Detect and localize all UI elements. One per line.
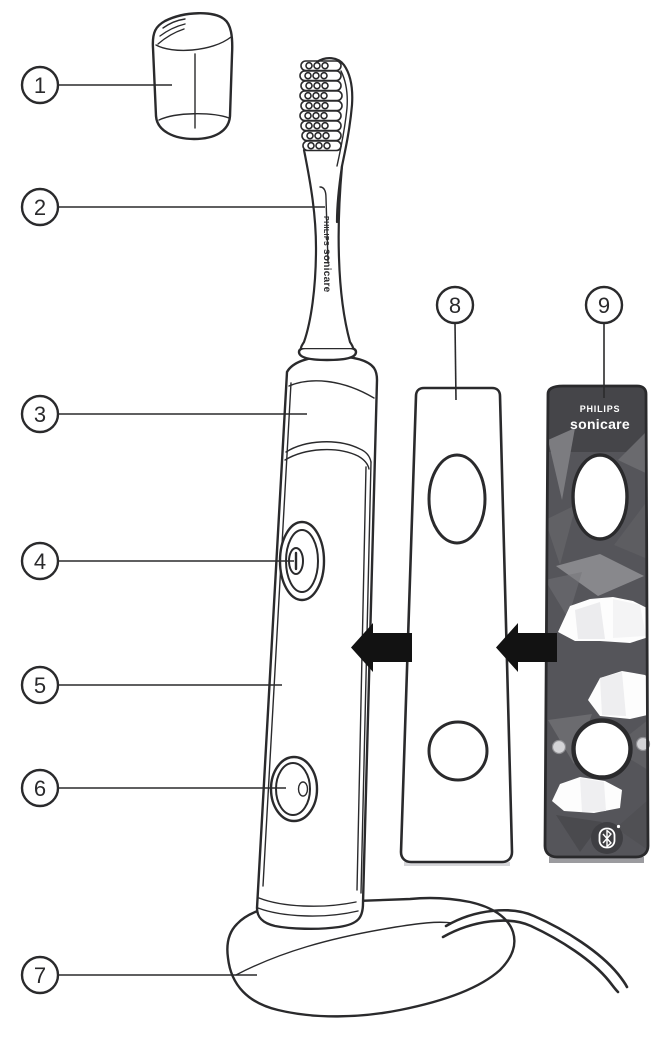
handle-bottom-seam-2 [257,907,359,917]
travel-cap-top-edge [155,36,232,52]
callout-number: 6 [34,776,46,801]
callouts: 1 2 3 4 5 6 7 [20,65,624,995]
power-cord-line-inner [441,919,620,994]
grip-panel-plain-shadow [404,862,510,866]
bristle-row [301,130,342,142]
callout-4: 4 [20,541,294,581]
handle-shoulder-curve [288,380,375,399]
panel-brand-philips-text: PHILIPS [580,404,621,414]
callout-2: 2 [20,187,325,227]
bristle-row [299,90,343,102]
callout-7: 7 [20,955,257,995]
grip-seam-top-outer [285,441,372,463]
callout-number: 8 [449,293,461,318]
handle-collar [297,346,358,362]
brush-brand-sonicare-text: sonicare [321,249,332,293]
callout-number: 9 [598,293,610,318]
panel-brand-sonicare-text: sonicare [570,416,630,432]
indicator-dot-icon [297,781,309,797]
grip-panel-printed-button-oval-cutout [571,453,629,541]
callout-number: 2 [34,195,46,220]
grip-seam-right-inner [356,466,367,891]
brush-head-back-inner-line [336,70,348,167]
grip-panel-printed-outline [543,384,650,859]
grip-panel-printed: PHILIPS sonicare [543,384,651,863]
travel-cap-wave-lines [157,18,186,45]
callout-number: 4 [34,549,46,574]
bristle-row [300,100,343,112]
left-arrow-icon [496,623,557,672]
callout-1: 1 [20,65,172,105]
secondary-button [269,755,319,823]
cloud-graphics [552,597,648,813]
panel-side-clip-left [551,739,567,755]
callout-number: 1 [34,73,46,98]
handle [255,354,379,931]
left-arrow-icon [351,623,412,672]
power-cord-line-outer [444,909,629,989]
bristle-row [299,70,342,82]
travel-cap-inner-lip [158,113,230,121]
callout-9: 9 [584,285,624,398]
bristle-tufts [299,60,343,152]
bluetooth-badge [591,822,623,854]
grip-panel-plain [399,386,514,866]
callout-number: 7 [34,963,46,988]
travel-cap-outline [151,12,234,141]
callout-number: 3 [34,402,46,427]
bristle-row [302,140,342,152]
grip-seam-left [262,382,292,887]
brush-head: PHILIPS sonicare [299,57,355,350]
grip-panel-printed-lower-cutout [571,718,633,780]
power-cord [441,909,629,994]
callout-5: 5 [20,665,282,705]
callout-3: 3 [20,394,307,434]
grip-panel-plain-button-oval-cutout [427,453,487,545]
callout-6: 6 [20,768,286,808]
bristle-row [299,110,342,122]
grip-panel-plain-outline [399,386,514,864]
brush-neck-face-seam [319,186,329,263]
brush-neck-left-edge [299,148,318,350]
grip-seam-top-inner [284,448,370,470]
grip-panel-plain-lower-cutout [427,720,489,782]
callout-8: 8 [435,285,475,401]
bluetooth-icon [598,824,621,849]
bristle-row [300,120,342,132]
grip-seam-right-outer [360,461,372,894]
brush-neck-right-edge [337,164,355,350]
charger-base-crease [235,921,453,976]
bristle-row [300,60,342,72]
travel-cap [151,12,234,141]
brush-brand-philips-text: PHILIPS [322,216,329,246]
grip-panel-printed-shadow [549,857,644,863]
handle-bottom-seam-1 [258,897,357,907]
attach-arrows [351,623,557,672]
callout-number: 5 [34,673,46,698]
secondary-button-inner-ring [275,762,311,816]
bristle-row [300,80,342,92]
